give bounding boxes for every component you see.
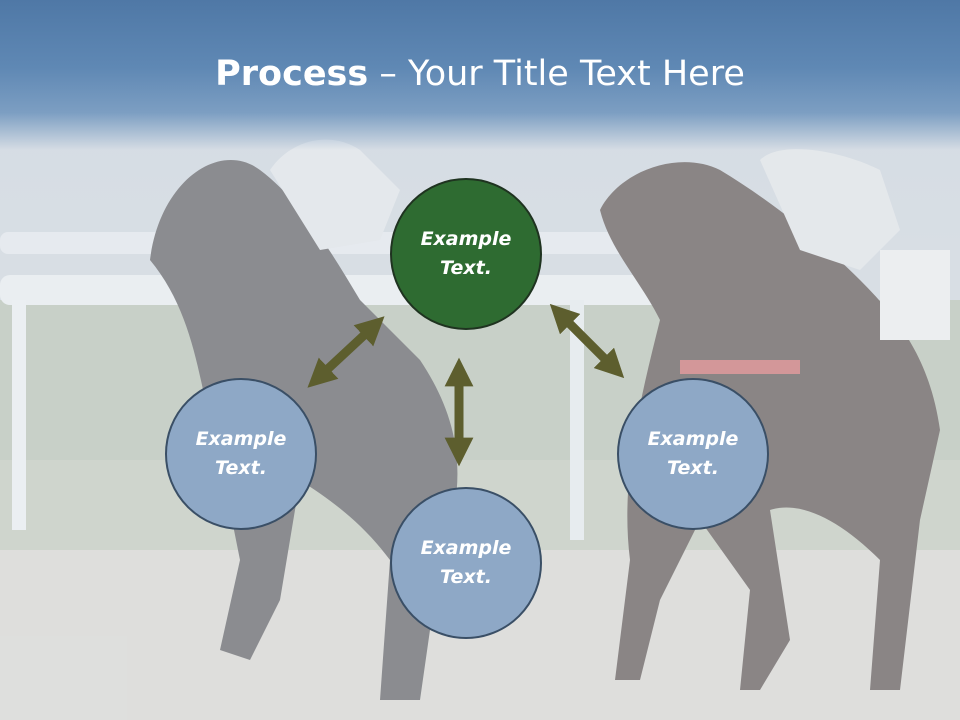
node-right-line2: Text. — [667, 457, 719, 479]
process-node-left[interactable]: Example Text. — [165, 378, 317, 530]
node-bottom-line2: Text. — [440, 566, 492, 588]
node-bottom-line1: Example — [420, 537, 512, 559]
process-node-right[interactable]: Example Text. — [617, 378, 769, 530]
process-node-bottom[interactable]: Example Text. — [390, 487, 542, 639]
title-rest-text: – Your Title Text Here — [368, 54, 745, 94]
node-top-line1: Example — [420, 228, 512, 250]
title-band — [0, 0, 960, 150]
node-left-line1: Example — [195, 428, 287, 450]
node-right-line1: Example — [647, 428, 739, 450]
process-node-top[interactable]: Example Text. — [390, 178, 542, 330]
title-bold-text: Process — [215, 54, 369, 94]
slide-title[interactable]: Process – Your Title Text Here — [0, 50, 960, 98]
node-left-line2: Text. — [215, 457, 267, 479]
node-top-line2: Text. — [440, 257, 492, 279]
